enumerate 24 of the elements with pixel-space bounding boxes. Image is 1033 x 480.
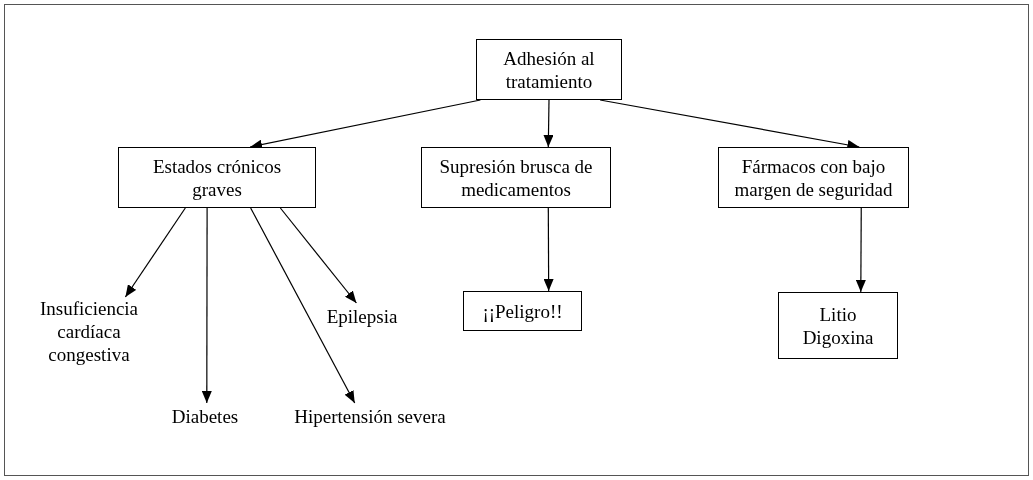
node-label: Hipertensión severa [285,403,455,429]
arrow [124,207,186,298]
node-label: Epilepsia [322,303,402,329]
arrow [543,207,554,292]
box-text: Supresión brusca de medicamentos [438,154,594,201]
arrow [250,207,356,404]
process-box [463,291,582,331]
box-text: Fármacos con bajo margen de seguridad [733,154,894,201]
process-box [476,39,622,100]
box-text: Estados crónicos graves [151,154,283,201]
process-box [118,147,316,208]
arrow [201,207,212,404]
arrow [855,207,866,293]
process-box [778,292,898,359]
node-label: Diabetes [160,403,250,429]
process-box [421,147,611,208]
arrow [543,99,554,148]
box-text: Adhesión al tratamiento [502,46,596,93]
box-text: Digoxina [802,325,874,349]
box-text: Litio [819,302,857,326]
process-box [718,147,909,208]
arrow [279,207,357,304]
box-text: ¡¡Peligro!! [482,299,563,323]
node-label: Insuficiencia cardíaca congestiva [24,297,154,365]
